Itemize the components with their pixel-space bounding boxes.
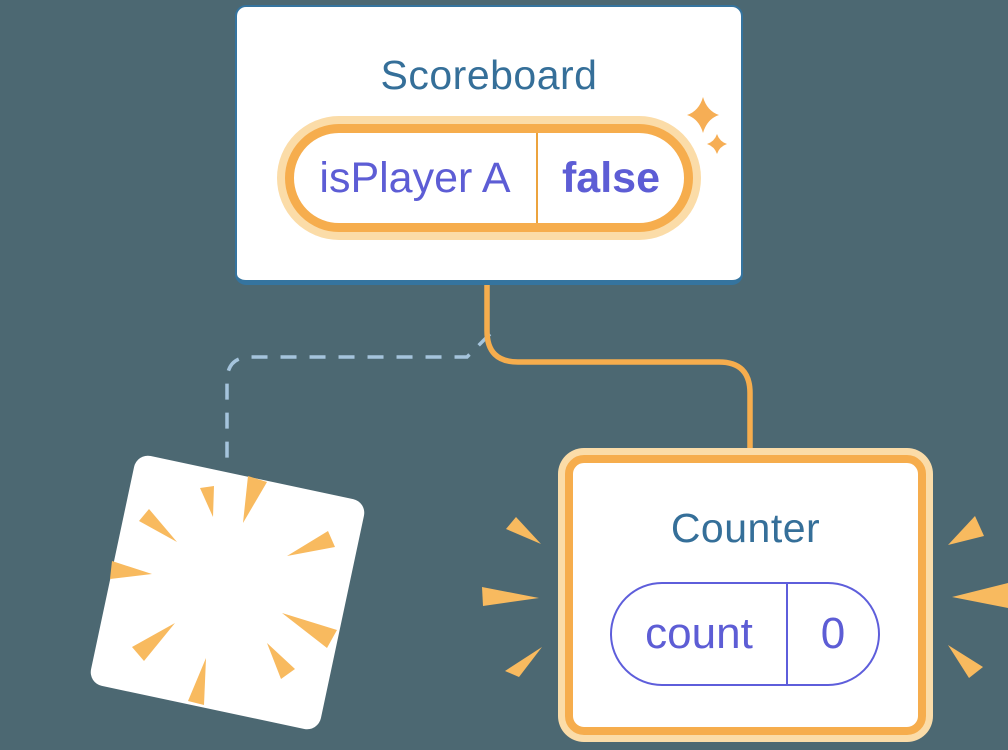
state-value: false [561,153,660,202]
pill-divider [536,133,538,223]
counter-card-ring: Counter count 0 [565,455,926,735]
pill-divider [786,584,788,684]
scoreboard-state-pill: isPlayer A false [277,116,701,240]
counter-state-pill: count 0 [610,582,880,686]
counter-card: Counter count 0 [558,448,933,742]
counter-title: Counter [670,505,821,551]
state-label: isPlayer A [319,153,511,202]
dashed-connector-line [225,332,492,464]
count-value: 0 [820,609,846,658]
poof-card [88,453,367,732]
scoreboard-card: Scoreboard isPlayer A false [235,5,743,285]
count-label: count [645,609,753,658]
scoreboard-title: Scoreboard [380,52,598,98]
solid-connector-line [484,284,753,453]
state-pill-ring: isPlayer A false [285,124,693,232]
